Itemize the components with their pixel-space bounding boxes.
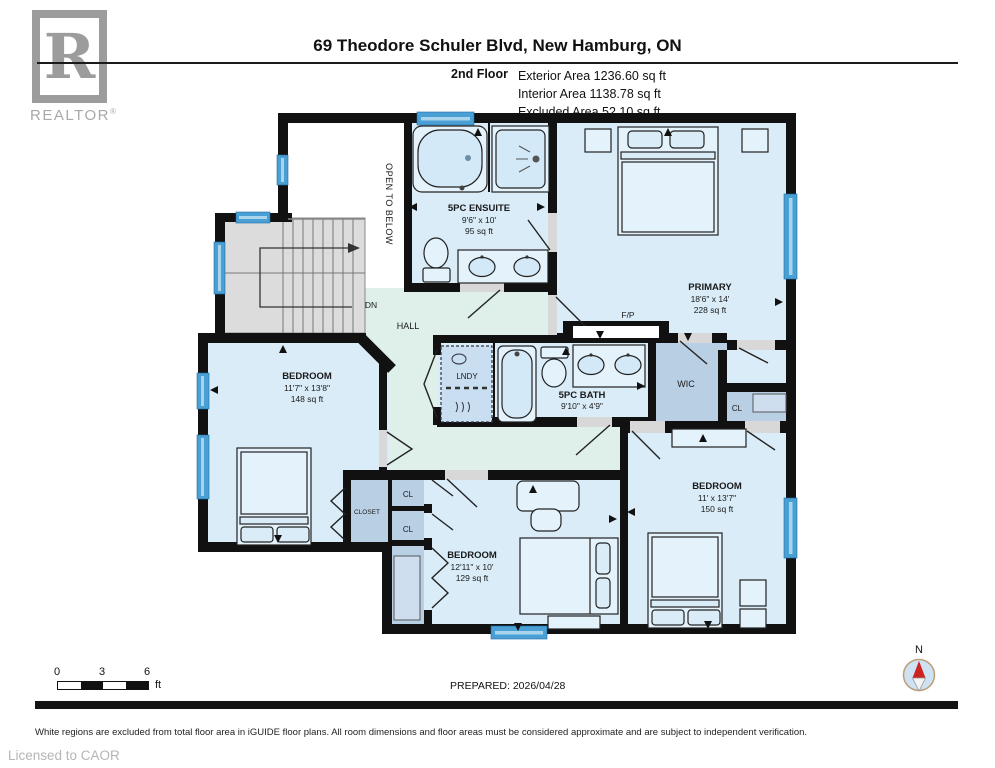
scale-tick-3: 3	[98, 666, 106, 678]
compass-icon	[902, 658, 936, 692]
header-rule	[37, 62, 958, 64]
down-label: DN	[365, 300, 377, 310]
scale-tick-0: 0	[53, 666, 61, 678]
bedroom-center-label: BEDROOM	[447, 550, 497, 561]
floor-label: 2nd Floor	[451, 67, 508, 81]
bedroom-center-sqft: 129 sq ft	[456, 573, 489, 583]
open-to-below-label: OPEN TO BELOW	[384, 163, 394, 245]
ensuite-label: 5PC ENSUITE	[448, 203, 510, 214]
compass: N	[896, 644, 942, 701]
realtor-logo-letter: R	[43, 19, 96, 93]
scale-tick-6: 6	[143, 666, 151, 678]
exterior-area: Exterior Area 1236.60 sq ft	[517, 69, 666, 83]
page-title: 69 Theodore Schuler Blvd, New Hamburg, O…	[313, 36, 682, 55]
bath-label: 5PC BATH	[559, 390, 606, 401]
laundry-label: LNDY	[456, 372, 478, 381]
interior-area: Interior Area 1138.78 sq ft	[517, 87, 661, 101]
realtor-logo-caption: REALTOR®	[30, 107, 118, 124]
bedroom-center-furniture	[516, 480, 619, 630]
window	[416, 111, 475, 126]
cl-bottom-area	[390, 510, 428, 544]
wic-area	[648, 338, 727, 423]
ensuite-sqft: 95 sq ft	[465, 226, 494, 236]
bath-dims: 9'10" x 4'9"	[561, 401, 603, 411]
license-text: Licensed to CAOR	[8, 748, 120, 763]
primary-label: PRIMARY	[688, 282, 732, 293]
bedroom-center-dims: 12'11" x 10'	[451, 562, 494, 572]
ensuite-dims: 9'6" x 10'	[462, 215, 497, 225]
window	[276, 154, 289, 186]
fireplace-label: F/P	[621, 310, 635, 320]
closet-label: CLOSET	[354, 509, 380, 516]
bedroom-right-label: BEDROOM	[692, 481, 742, 492]
window	[213, 241, 226, 295]
cl-nook-label: CL	[732, 404, 743, 413]
hall-corridor-area	[383, 424, 623, 474]
compass-north-label: N	[915, 644, 923, 656]
disclaimer-text: White regions are excluded from total fl…	[35, 727, 808, 738]
bedroom-right-furniture	[647, 428, 767, 629]
scale-bar-segments	[57, 681, 149, 690]
window	[196, 372, 210, 410]
scale-bar: 0 3 6 ft	[53, 666, 177, 692]
door-leaves	[329, 219, 776, 609]
bedroom-left-label: BEDROOM	[282, 371, 332, 382]
room-labels: 5PC ENSUITE 9'6" x 10' 95 sq ft PRIMARY …	[282, 163, 742, 583]
window	[196, 434, 210, 500]
closet-area	[343, 471, 392, 546]
primary-dims: 18'6" x 14'	[691, 294, 730, 304]
windows	[196, 111, 798, 640]
cl-bottom-label: CL	[403, 525, 414, 534]
realtor-logo: R	[32, 10, 107, 103]
bedroom-right-sqft: 150 sq ft	[701, 504, 734, 514]
window	[783, 497, 798, 559]
hall-upper-area	[358, 288, 553, 343]
cl-top-label: CL	[403, 490, 414, 499]
scale-unit: ft	[155, 679, 162, 691]
bedroom-left-dims: 11'7" x 13'8"	[284, 383, 330, 393]
primary-furniture	[573, 126, 769, 338]
hall-label: HALL	[397, 321, 420, 331]
window	[235, 211, 271, 224]
stairs	[221, 217, 366, 334]
window	[783, 193, 798, 280]
prepared-date: PREPARED: 2026/04/28	[450, 680, 566, 692]
bath-fixtures	[440, 344, 646, 423]
door-openings	[379, 213, 780, 480]
bedroom-left-furniture	[236, 447, 312, 546]
primary-sqft: 228 sq ft	[694, 305, 727, 315]
registered-mark: ®	[109, 107, 118, 116]
footer-divider-bar	[35, 701, 958, 709]
open-to-below-area	[282, 118, 410, 292]
wic-label: WIC	[677, 379, 695, 389]
bedroom-right-dims: 11' x 13'7"	[698, 493, 736, 503]
closet-fixtures	[393, 393, 787, 621]
door-markers	[210, 128, 783, 631]
ensuite-fixtures	[412, 125, 550, 284]
bedroom-left-sqft: 148 sq ft	[291, 394, 324, 404]
